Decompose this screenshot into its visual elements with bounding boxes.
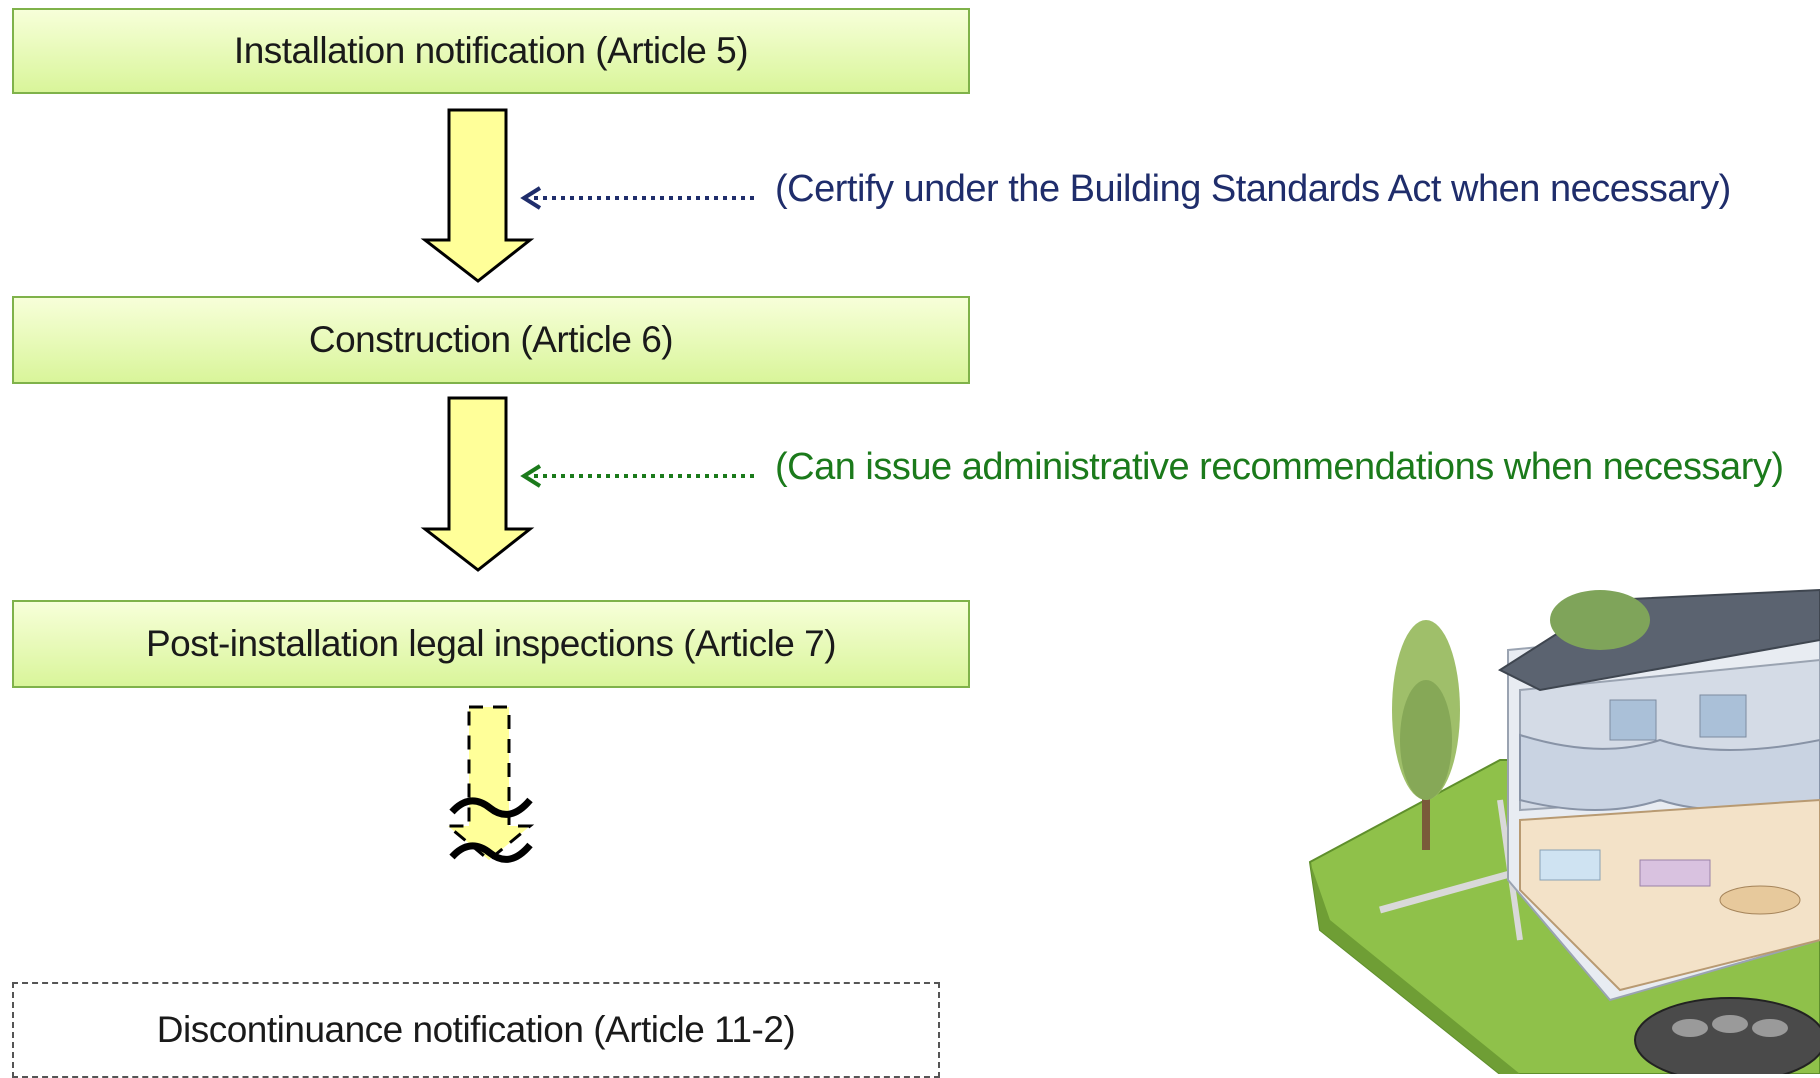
step-label: Installation notification (Article 5)	[233, 30, 749, 71]
step-discontinuance-notification: Discontinuance notification (Article 11-…	[12, 982, 940, 1078]
tree-icon	[1392, 620, 1460, 850]
dashed-down-arrow-icon	[443, 705, 535, 863]
step-label: Discontinuance notification (Article 11-…	[156, 1009, 796, 1050]
dotted-arrow-icon	[520, 186, 755, 210]
wavy-break-icon	[449, 797, 533, 818]
step-post-installation-inspections: Post-installation legal inspections (Art…	[12, 600, 970, 688]
dotted-arrow-icon	[520, 464, 755, 488]
house-illustration	[1308, 588, 1820, 1074]
step-label: Construction (Article 6)	[308, 319, 674, 360]
note-building-standards: (Certify under the Building Standards Ac…	[775, 168, 1731, 210]
septic-tank-icon	[1634, 997, 1820, 1074]
step-installation-notification: Installation notification (Article 5)	[12, 8, 970, 94]
step-construction: Construction (Article 6)	[12, 296, 970, 384]
down-arrow-icon	[420, 396, 535, 572]
down-arrow-icon	[420, 108, 535, 283]
step-label: Post-installation legal inspections (Art…	[145, 623, 837, 664]
note-administrative-recommendations: (Can issue administrative recommendation…	[775, 446, 1784, 488]
wavy-break-icon	[449, 842, 533, 863]
